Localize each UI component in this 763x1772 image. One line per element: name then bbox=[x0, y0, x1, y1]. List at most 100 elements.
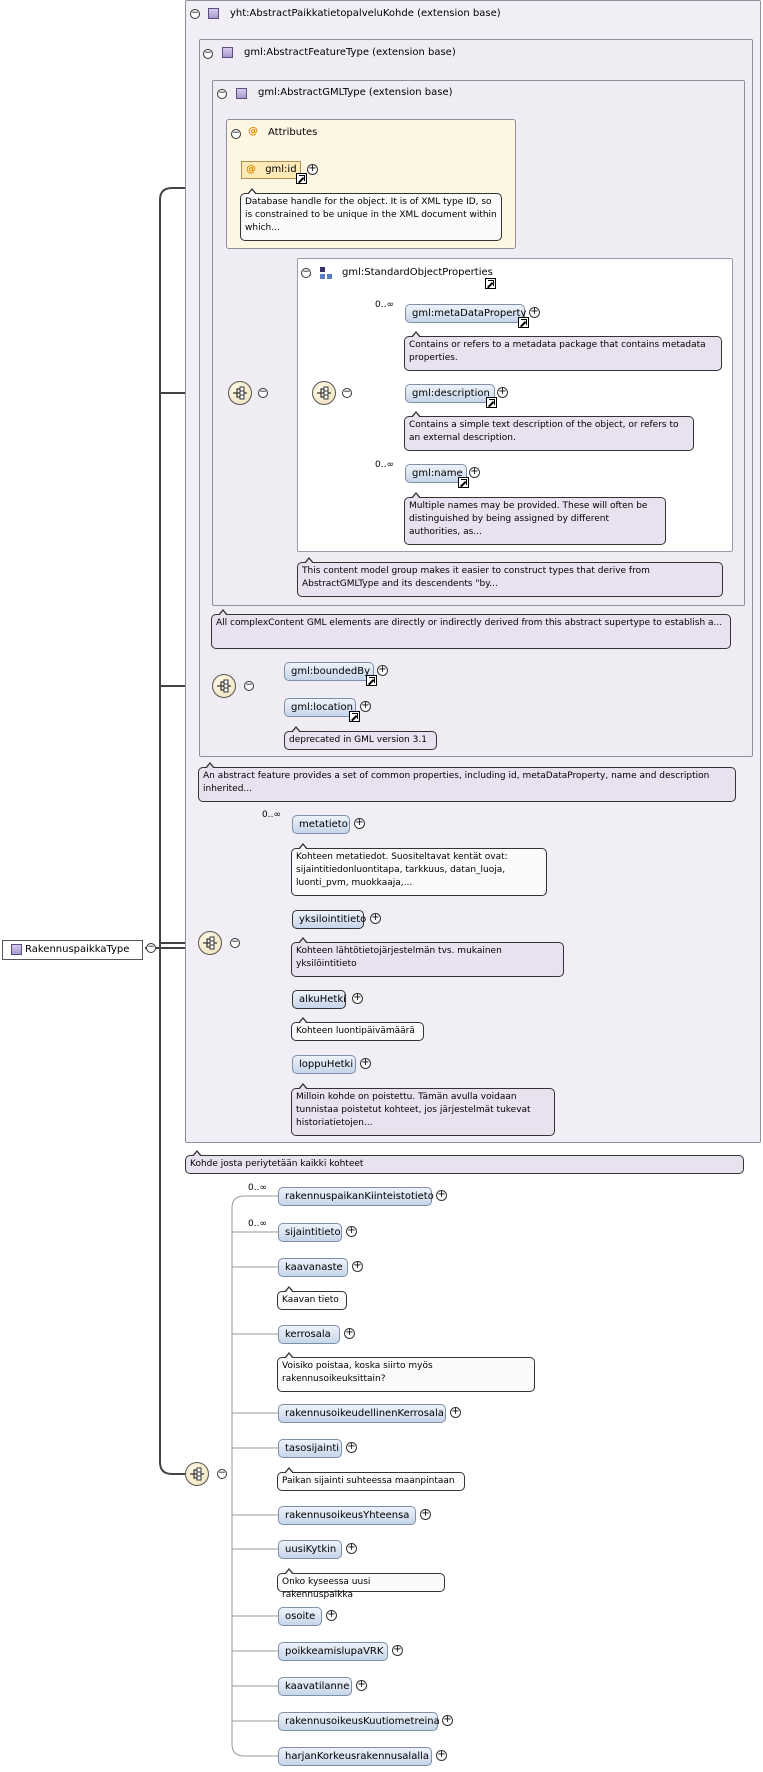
expand-poikkeamislupavrk[interactable]: + bbox=[392, 1644, 403, 1656]
reference-icon bbox=[518, 317, 529, 328]
expand-tasosijainti[interactable]: + bbox=[346, 1441, 357, 1453]
collapse-attributes-toggle[interactable]: − bbox=[231, 128, 241, 139]
sequence-compositor-icon[interactable] bbox=[228, 381, 252, 405]
cardinality: 0..∞ bbox=[375, 300, 394, 310]
attribute-icon: @ bbox=[248, 126, 258, 137]
element-kaavanaste[interactable]: kaavanaste bbox=[278, 1258, 348, 1277]
expand-kerrosala[interactable]: + bbox=[344, 1327, 355, 1339]
sequence-compositor-icon[interactable] bbox=[198, 931, 222, 955]
element-loppuhetki[interactable]: loppuHetki bbox=[292, 1055, 356, 1074]
element-uusikytkin[interactable]: uusiKytkin bbox=[278, 1540, 342, 1559]
collapse-sequence-toggle[interactable]: − bbox=[230, 937, 240, 948]
collapse-group-toggle[interactable]: − bbox=[301, 267, 311, 278]
gmltype-frame-title: gml:AbstractGMLType (extension base) bbox=[258, 87, 453, 98]
complex-type-icon bbox=[11, 944, 22, 955]
expand-metadataproperty[interactable]: + bbox=[529, 306, 540, 318]
reference-icon bbox=[486, 397, 497, 408]
element-name[interactable]: gml:name bbox=[405, 464, 467, 483]
reference-icon bbox=[366, 675, 377, 686]
reference-icon bbox=[296, 173, 307, 184]
expand-name[interactable]: + bbox=[469, 466, 480, 478]
element-harjankorkeusrakennusalalla[interactable]: harjanKorkeusrakennusalalla bbox=[278, 1747, 432, 1766]
expand-yksilointitieto[interactable]: + bbox=[370, 912, 381, 924]
expand-metatieto[interactable]: + bbox=[354, 817, 365, 829]
description-doc: Contains a simple text description of th… bbox=[404, 411, 694, 451]
cardinality: 0..∞ bbox=[262, 810, 281, 820]
expand-osoite[interactable]: + bbox=[326, 1609, 337, 1621]
collapse-yht-toggle[interactable]: − bbox=[190, 8, 200, 19]
attribute-icon: @ bbox=[246, 164, 256, 175]
group-icon bbox=[320, 267, 332, 279]
element-alkuhetki[interactable]: alkuHetki bbox=[292, 990, 346, 1009]
sequence-compositor-icon[interactable] bbox=[312, 381, 336, 405]
complex-type-icon bbox=[222, 47, 233, 58]
collapse-feature-toggle[interactable]: − bbox=[203, 48, 213, 59]
element-kaavatilanne[interactable]: kaavatilanne bbox=[278, 1677, 352, 1696]
element-yksilointitieto[interactable]: yksilointitieto bbox=[292, 910, 366, 929]
expand-sijaintitieto[interactable]: + bbox=[346, 1225, 357, 1237]
element-metadataproperty[interactable]: gml:metaDataProperty bbox=[405, 304, 526, 323]
element-sijaintitieto[interactable]: sijaintitieto bbox=[278, 1223, 342, 1242]
sequence-compositor-icon[interactable] bbox=[185, 1462, 209, 1486]
expand-harjankorkeusrakennusalalla[interactable]: + bbox=[436, 1749, 447, 1761]
metadataproperty-doc: Contains or refers to a metadata package… bbox=[404, 331, 722, 371]
attribute-gml-id[interactable]: @ gml:id bbox=[241, 161, 301, 179]
group-title: gml:StandardObjectProperties bbox=[342, 267, 493, 278]
element-rakennusoikeudellinenkerrosala[interactable]: rakennusoikeudellinenKerrosala bbox=[278, 1404, 446, 1423]
element-kerrosala[interactable]: kerrosala bbox=[278, 1325, 340, 1344]
root-type-label: RakennuspaikkaType bbox=[25, 944, 130, 955]
element-metatieto[interactable]: metatieto bbox=[292, 815, 350, 834]
expand-uusikytkin[interactable]: + bbox=[346, 1542, 357, 1554]
yht-doc: Kohde josta periytetään kaikki kohteet bbox=[185, 1150, 744, 1174]
tasosijainti-doc: Paikan sijainti suhteessa maanpintaan bbox=[277, 1467, 465, 1491]
expand-kaavatilanne[interactable]: + bbox=[356, 1679, 367, 1691]
element-boundedby[interactable]: gml:boundedBy bbox=[284, 662, 374, 681]
element-tasosijainti[interactable]: tasosijainti bbox=[278, 1439, 342, 1458]
element-poikkeamislupavrk[interactable]: poikkeamislupaVRK bbox=[278, 1642, 388, 1661]
feature-frame-title: gml:AbstractFeatureType (extension base) bbox=[244, 47, 456, 58]
expand-rakennusoikeuskuutiometreina[interactable]: + bbox=[442, 1714, 453, 1726]
expand-alkuhetki[interactable]: + bbox=[352, 992, 363, 1004]
loppuhetki-doc: Milloin kohde on poistettu. Tämän avulla… bbox=[291, 1083, 555, 1136]
cardinality: 0..∞ bbox=[248, 1183, 267, 1193]
metatieto-doc: Kohteen metatiedot. Suositeltavat kentät… bbox=[291, 843, 547, 896]
collapse-sequence-toggle[interactable]: − bbox=[258, 387, 268, 398]
sequence-compositor-icon[interactable] bbox=[212, 674, 236, 698]
cardinality: 0..∞ bbox=[375, 460, 394, 470]
gmltype-doc: All complexContent GML elements are dire… bbox=[211, 609, 731, 649]
attribute-gml-id-label: gml:id bbox=[265, 164, 297, 175]
expand-rakennusoikeudellinenkerrosala[interactable]: + bbox=[450, 1406, 461, 1418]
yksilointitieto-doc: Kohteen lähtötietojärjestelmän tvs. muka… bbox=[291, 937, 564, 977]
feature-doc: An abstract feature provides a set of co… bbox=[198, 762, 736, 802]
expand-rakennusoikeusyhteensa[interactable]: + bbox=[420, 1508, 431, 1520]
element-rakennuspaikankiinteistotieto[interactable]: rakennuspaikanKiinteistotieto bbox=[278, 1187, 434, 1206]
element-rakennusoikeuskuutiometreina[interactable]: rakennusoikeusKuutiometreina bbox=[278, 1712, 440, 1731]
gml-id-doc: Database handle for the object. It is of… bbox=[240, 188, 502, 241]
collapse-sequence-toggle[interactable]: − bbox=[342, 387, 352, 398]
element-description[interactable]: gml:description bbox=[405, 384, 495, 403]
collapse-sequence-toggle[interactable]: − bbox=[244, 680, 254, 691]
kaavanaste-doc: Kaavan tieto bbox=[277, 1286, 347, 1310]
alkuhetki-doc: Kohteen luontipäivämäärä bbox=[291, 1017, 424, 1041]
cardinality: 0..∞ bbox=[248, 1219, 267, 1229]
expand-rakennuspaikankiinteistotieto[interactable]: + bbox=[436, 1189, 447, 1201]
complex-type-icon bbox=[236, 88, 247, 99]
collapse-gmltype-toggle[interactable]: − bbox=[217, 88, 227, 99]
group-doc: This content model group makes it easier… bbox=[297, 557, 723, 597]
location-doc: deprecated in GML version 3.1 bbox=[284, 726, 437, 750]
element-rakennusoikeusyhteensa[interactable]: rakennusoikeusYhteensa bbox=[278, 1506, 416, 1525]
expand-loppuhetki[interactable]: + bbox=[360, 1057, 371, 1069]
reference-icon bbox=[485, 278, 496, 289]
expand-gml-id[interactable]: + bbox=[307, 163, 318, 175]
expand-location[interactable]: + bbox=[360, 700, 371, 712]
expand-boundedby[interactable]: + bbox=[377, 664, 388, 676]
expand-description[interactable]: + bbox=[497, 386, 508, 398]
reference-icon bbox=[349, 711, 360, 722]
root-type[interactable]: RakennuspaikkaType bbox=[2, 940, 143, 960]
element-location[interactable]: gml:location bbox=[284, 698, 356, 717]
expand-kaavanaste[interactable]: + bbox=[352, 1260, 363, 1272]
collapse-root-toggle[interactable]: − bbox=[146, 942, 156, 953]
collapse-sequence-toggle[interactable]: − bbox=[217, 1468, 227, 1479]
element-osoite[interactable]: osoite bbox=[278, 1607, 322, 1626]
yht-frame-title: yht:AbstractPaikkatietopalveluKohde (ext… bbox=[230, 8, 501, 19]
